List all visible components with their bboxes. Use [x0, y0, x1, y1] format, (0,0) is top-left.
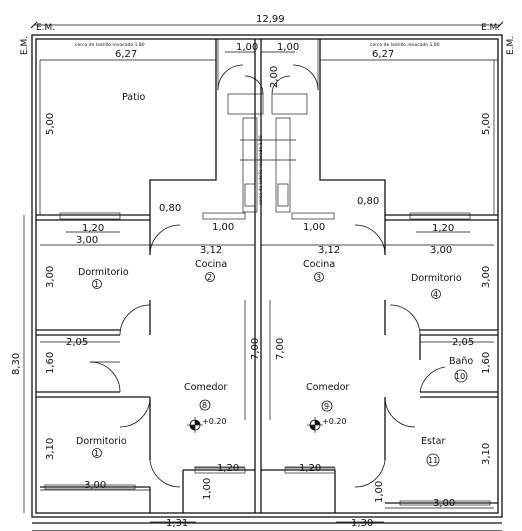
dim-1-00-kitchen-left: 1,00: [212, 222, 234, 233]
em-label-right-vertical: E.M.: [506, 36, 516, 55]
dim-1-00-top-left: 1,00: [236, 42, 258, 53]
room-number-dormitorio-1: 1: [94, 280, 99, 289]
dim-1-00-top-right: 1,00: [277, 42, 299, 53]
room-number-circle: [426, 453, 440, 467]
room-number-comedor-left: 8: [202, 401, 207, 410]
dim-6-27-right: 6,27: [372, 49, 394, 60]
room-number-dormitorio-1-bottom: 1: [94, 449, 99, 458]
em-label-top-left: E.M.: [36, 23, 55, 33]
dim-3-10-right: 3,10: [481, 443, 492, 465]
room-number-comedor-right: 9: [324, 402, 329, 411]
room-dormitorio-1: Dormitorio: [78, 267, 129, 278]
room-number-circle: [199, 399, 211, 411]
dim-1-00-bottom-left: 1,00: [202, 478, 213, 500]
dim-3-12-left: 3,12: [200, 245, 222, 256]
room-cocina-left: Cocina: [195, 259, 227, 270]
dim-3-10-left: 3,10: [45, 438, 56, 460]
room-comedor-left: Comedor: [184, 382, 227, 393]
dim-0-80-left: 0,80: [159, 203, 181, 214]
perimeter-walls: [31, 34, 503, 531]
em-label-left-vertical: E.M.: [20, 36, 30, 55]
dim-7-00-left: 7,00: [250, 338, 261, 360]
room-number-cocina-right: 3: [316, 273, 321, 282]
room-number-dormitorio-4: 4: [433, 290, 438, 299]
dim-2-00: 2,00: [269, 66, 280, 88]
room-dormitorio-1-bottom: Dormitorio: [76, 436, 127, 447]
dim-3-00-bed4: 3,00: [430, 245, 452, 256]
dim-1-20-comedor-left: 1,20: [217, 463, 239, 474]
dim-1-20-comedor-right: 1,20: [299, 463, 321, 474]
dim-1-30: 1,30: [351, 518, 373, 529]
dim-2-05-right: 2,05: [452, 337, 474, 348]
dim-1-20-bed4: 1,20: [432, 223, 454, 234]
room-number-estar: 11: [428, 456, 438, 465]
room-number-circle: [431, 289, 441, 299]
level-marker-icon: [307, 417, 323, 433]
room-number-circle: [321, 400, 333, 412]
dim-2-05-left: 2,05: [66, 337, 88, 348]
dim-3-00-bed1-vertical: 3,00: [45, 266, 56, 288]
room-dormitorio-4: Dormitorio: [411, 273, 462, 284]
wall-note-center: cerco de ladrillo revocado 1.80: [258, 135, 264, 205]
dim-3-00-bed1: 3,00: [76, 235, 98, 246]
patio-walls: [36, 39, 498, 216]
em-label-top-right: E.M.: [481, 23, 500, 33]
dim-0-80-right: 0,80: [357, 196, 379, 207]
room-number-circle: [92, 448, 102, 458]
level-marker-icon: [187, 417, 203, 433]
dim-1-60-right: 1,60: [481, 352, 492, 374]
dim-1-00-bottom-right: 1,00: [374, 481, 385, 503]
room-cocina-right: Cocina: [303, 259, 335, 270]
room-estar: Estar: [421, 436, 445, 447]
room-bano: Baño: [449, 356, 473, 367]
dim-1-20-bed1: 1,20: [82, 223, 104, 234]
top-dimension-line: [30, 21, 504, 29]
dim-3-00-bed4-vertical: 3,00: [481, 266, 492, 288]
dim-8-30: 8,30: [11, 353, 22, 375]
door-swings: [89, 64, 446, 488]
dim-7-00-right: 7,00: [275, 338, 286, 360]
dim-3-00-estar-bottom: 3,00: [433, 498, 455, 509]
windows: [44, 212, 491, 506]
room-comedor-right: Comedor: [306, 382, 349, 393]
room-number-circle: [92, 279, 102, 289]
dim-3-00-bed1-bottom: 3,00: [84, 480, 106, 491]
wall-note-left: cerco de ladrillo revocado 1.80: [75, 42, 145, 48]
room-number-circle: [454, 369, 468, 383]
interior-walls-left: [36, 215, 255, 513]
dim-1-00-kitchen-right: 1,00: [303, 222, 325, 233]
overall-width-label: 12,99: [256, 14, 285, 25]
dim-1-31: 1,31: [166, 518, 188, 529]
room-number-circle: [205, 272, 215, 282]
dim-5-00-left: 5,00: [45, 113, 56, 135]
dim-5-00-right: 5,00: [481, 113, 492, 135]
room-number-bano: 10: [455, 372, 465, 381]
dimension-lines: [23, 51, 498, 523]
dim-3-12-right: 3,12: [318, 245, 340, 256]
room-patio: Patio: [122, 92, 145, 103]
level-label-right: +0.20: [322, 417, 347, 426]
wall-note-right: cerco de ladrillo revocado 1.80: [370, 42, 440, 48]
room-number-cocina-left: 2: [207, 273, 212, 282]
level-label-left: +0.20: [202, 417, 227, 426]
room-number-circle: [314, 272, 324, 282]
dim-6-27-left: 6,27: [115, 49, 137, 60]
dim-1-60-left: 1,60: [45, 352, 56, 374]
